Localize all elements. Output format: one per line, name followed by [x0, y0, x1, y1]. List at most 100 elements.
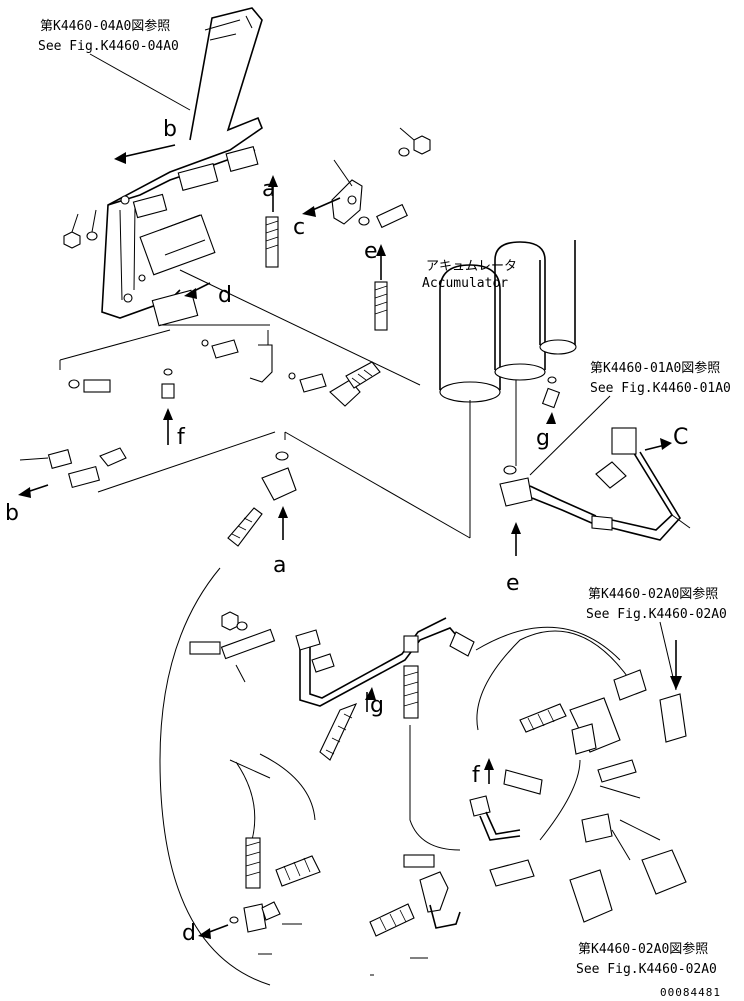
elbow-fitting: [249, 344, 273, 383]
ref-right-upper-en: See Fig.K4460-01A0: [590, 381, 731, 396]
ref-right-middle-en: See Fig.K4460-02A0: [586, 607, 727, 622]
letter-f-center: f: [472, 763, 481, 788]
ref-bottom-right-en: See Fig.K4460-02A0: [576, 962, 717, 977]
hose-end: [613, 669, 647, 701]
accumulator-1: [439, 264, 501, 390]
loop: [159, 567, 271, 986]
hose-end: [503, 769, 543, 795]
ref-top-left-en: See Fig.K4460-04A0: [38, 39, 179, 54]
hose-end: [345, 361, 381, 389]
joint: [403, 635, 419, 653]
hose-end: [369, 903, 415, 937]
valve-assembly-right: f: [469, 630, 687, 923]
letter-g-right: g: [536, 426, 550, 451]
bolt-hole: [123, 293, 133, 303]
adapter: [299, 373, 327, 393]
tee-fitting-d: d: [182, 901, 302, 955]
bracket-box-detail: [159, 214, 206, 256]
fitting-straight: [265, 216, 279, 268]
hardware-left: [59, 329, 175, 399]
accumulator-label: アキュムレータ Accumulator: [422, 259, 517, 291]
hose-end: [519, 703, 567, 733]
tee-fitting-b: b: [5, 431, 276, 526]
nut: [63, 231, 81, 249]
clamp-bracket-c: c: [293, 159, 363, 240]
bracket-top-edge: [107, 149, 256, 206]
washer: [68, 379, 80, 389]
bolt-hole: [138, 274, 146, 282]
tee-fitting-e: e C: [499, 425, 691, 596]
plug: [161, 383, 175, 399]
nut: [221, 611, 239, 631]
bracket-detail: [204, 15, 253, 41]
solenoid-valve: [659, 693, 687, 743]
letter-a-top: a: [262, 177, 275, 202]
hardware-bottom: [369, 854, 461, 976]
ref-bottom-right-jp: 第K4460-02A0図参照: [578, 941, 708, 957]
washer: [358, 216, 370, 226]
letter-c-right: C: [673, 425, 688, 450]
letter-a-mid: a: [273, 553, 286, 578]
reference-right-middle: 第K4460-02A0図参照 See Fig.K4460-02A0: [586, 586, 727, 691]
reference-top-left: 第K4460-04A0図参照 See Fig.K4460-04A0: [38, 18, 191, 111]
letter-f-left: f: [177, 425, 186, 450]
bolt: [189, 641, 221, 655]
line: [179, 269, 421, 386]
leader-line: [91, 209, 97, 233]
main-loop-line: [159, 567, 271, 986]
letter-d-top: d: [218, 283, 232, 308]
letter-e-top: e: [364, 239, 378, 264]
control-bracket: [101, 7, 263, 327]
arrow-e-top: e: [364, 239, 388, 331]
valve-body-lower: [569, 869, 613, 923]
bracket-rib: [119, 204, 136, 301]
leader-line: [529, 395, 611, 476]
leader-line: [71, 213, 79, 233]
tee-fitting-a: a: [227, 431, 471, 578]
reference-right-upper: 第K4460-01A0図参照 See Fig.K4460-01A0: [529, 360, 731, 476]
pipe-assembly-middle: g: [295, 617, 621, 718]
reference-bottom-right: 第K4460-02A0図参照 See Fig.K4460-02A0: [576, 941, 717, 977]
valve-block-right: [225, 146, 259, 172]
letter-g-center: g: [370, 693, 384, 718]
hardware-upper-left: [63, 209, 98, 249]
bracket-outline: [101, 7, 263, 319]
arrow-f-left: f: [163, 408, 186, 450]
nut: [413, 135, 431, 155]
bolt-hole: [120, 195, 130, 205]
accumulator-3: [539, 240, 576, 345]
fitting-straight: [245, 837, 261, 889]
hardware-upper-middle: [358, 127, 431, 229]
valve-body-lower-right: [641, 849, 687, 895]
letter-d-bottom: d: [182, 921, 196, 946]
arrow-a-top: a: [262, 175, 279, 268]
accumulators: [439, 240, 577, 538]
hoses-left: [229, 665, 461, 889]
connector: [611, 427, 637, 455]
letter-b-top: b: [163, 117, 177, 142]
bolt: [83, 379, 111, 393]
ref-right-middle-jp: 第K4460-02A0図参照: [588, 586, 718, 602]
clamp-bracket: [331, 179, 363, 225]
letter-c-top: c: [293, 215, 305, 240]
valve-block-upper: [177, 162, 219, 192]
hose-end: [319, 703, 358, 761]
bolt: [376, 203, 408, 229]
letter-e-mid: e: [506, 571, 520, 596]
arrow-d-top: d: [184, 282, 232, 308]
hose-end: [597, 759, 637, 783]
washer: [86, 231, 98, 241]
valve-d-block: [151, 289, 199, 327]
ref-top-left-jp: 第K4460-04A0図参照: [40, 18, 170, 34]
accumulator-jp: アキュムレータ: [426, 259, 517, 274]
hose-end: [489, 859, 535, 887]
arrow-b-top: b: [114, 117, 177, 164]
valve-block-left: [132, 193, 168, 219]
hose-lines-upper: [160, 269, 421, 407]
bolt: [403, 854, 435, 868]
drawing-number: 00084481: [660, 986, 721, 999]
accumulator-en: Accumulator: [422, 276, 508, 291]
hardware-middle: [189, 611, 276, 683]
